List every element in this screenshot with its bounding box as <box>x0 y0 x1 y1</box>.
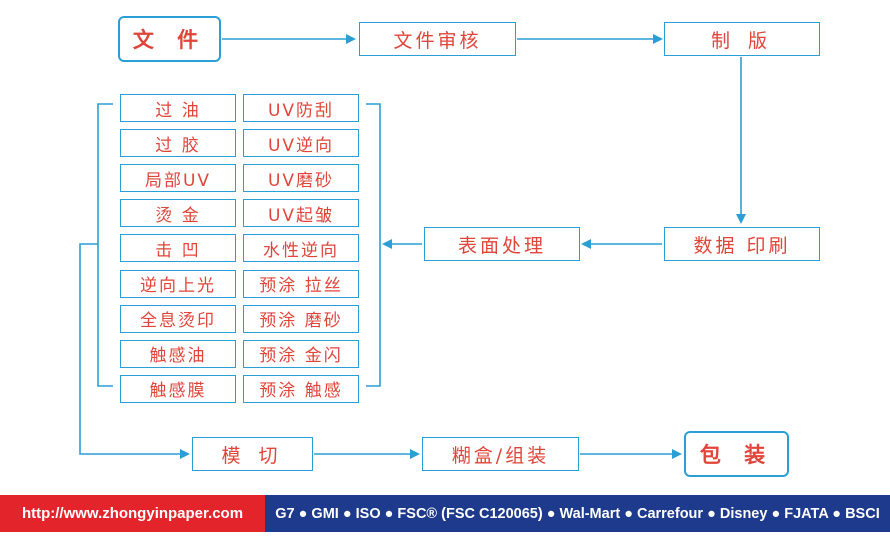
surface-option: 烫 金 <box>120 199 236 228</box>
arrow-options-to-diecut <box>79 243 190 459</box>
surface-option: UV起皱 <box>243 199 359 228</box>
left-bracket <box>97 103 113 387</box>
surface-option: 水性逆向 <box>243 234 359 263</box>
right-bracket <box>366 103 381 387</box>
flow-step-surface-treatment: 表面处理 <box>424 227 580 261</box>
surface-option: 全息烫印 <box>120 304 236 333</box>
surface-option: 预涂 磨砂 <box>243 304 359 333</box>
flow-step-glue-assembly: 糊盒/组装 <box>422 437 579 471</box>
flow-step-plate-making: 制 版 <box>664 22 820 56</box>
surface-option: 局部UV <box>120 164 236 193</box>
surface-option: UV防刮 <box>243 94 359 122</box>
surface-option: 预涂 拉丝 <box>243 269 359 298</box>
flow-step-packing: 包 装 <box>684 431 789 477</box>
surface-option: 过 胶 <box>120 129 236 158</box>
surface-option: 预涂 金闪 <box>243 339 359 368</box>
flow-step-file-review: 文件审核 <box>359 22 516 56</box>
footer-bar: http://www.zhongyinpaper.com G7 ● GMI ● … <box>0 495 890 532</box>
surface-option: 触感油 <box>120 339 236 368</box>
surface-option: 触感膜 <box>120 374 236 403</box>
surface-option: 预涂 触感 <box>243 374 359 403</box>
surface-option: 过 油 <box>120 94 236 122</box>
footer-url-link[interactable]: http://www.zhongyinpaper.com <box>0 495 265 532</box>
flow-step-digital-print: 数据 印刷 <box>664 227 820 261</box>
flow-step-die-cut: 模 切 <box>192 437 313 471</box>
surface-option: 击 凹 <box>120 234 236 263</box>
surface-option: 逆向上光 <box>120 269 236 298</box>
footer-certifications: G7 ● GMI ● ISO ● FSC® (FSC C120065) ● Wa… <box>265 495 890 532</box>
surface-option: UV磨砂 <box>243 164 359 193</box>
surface-option: UV逆向 <box>243 129 359 158</box>
flow-step-file: 文 件 <box>118 16 221 62</box>
